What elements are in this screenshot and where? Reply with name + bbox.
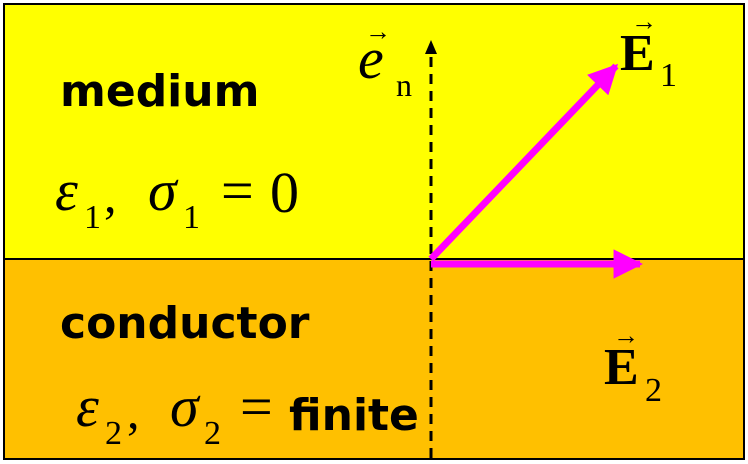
medium-label: medium: [60, 66, 259, 117]
conductor-region: [3, 258, 745, 460]
medium-equals: =: [221, 158, 254, 223]
e1-vector-label: → E 1: [620, 7, 677, 94]
conductor-sigma-subscript: 2: [204, 415, 221, 452]
e2-vector-label: → E 2: [604, 321, 662, 409]
e1-label-arrow: →: [631, 7, 657, 36]
e2-label-subscript: 2: [645, 372, 662, 409]
e2-label-symbol: E: [604, 339, 639, 396]
normal-label-arrow: →: [365, 17, 391, 46]
e1-label-symbol: E: [620, 25, 655, 82]
medium-properties: ε 1 , σ 1 = 0: [55, 158, 299, 236]
conductor-sigma-value: finite: [289, 390, 419, 441]
e2-label-arrow: →: [613, 321, 639, 350]
conductor-equals: =: [240, 374, 273, 439]
conductor-sigma-symbol: σ: [170, 374, 201, 439]
medium-sigma-symbol: σ: [148, 158, 179, 223]
conductor-properties: ε 2 , σ 2 = finite: [76, 374, 419, 452]
medium-eps-subscript: 1: [84, 199, 101, 236]
normal-arrowhead: [425, 40, 437, 54]
medium-separator: ,: [104, 167, 117, 223]
normal-vector-label: → e n: [358, 17, 412, 103]
normal-label-subscript: n: [396, 67, 412, 103]
medium-region: [3, 3, 745, 260]
medium-eps-symbol: ε: [55, 158, 78, 223]
e1-label-subscript: 1: [660, 57, 677, 94]
e1-vector-arrow: [428, 63, 619, 262]
conductor-separator: ,: [127, 383, 140, 439]
conductor-eps-subscript: 2: [105, 415, 122, 452]
normal-label-symbol: e: [358, 26, 384, 91]
medium-sigma-value: 0: [270, 160, 299, 225]
conductor-label: conductor: [60, 298, 310, 349]
conductor-eps-symbol: ε: [76, 374, 99, 439]
medium-sigma-subscript: 1: [183, 199, 200, 236]
